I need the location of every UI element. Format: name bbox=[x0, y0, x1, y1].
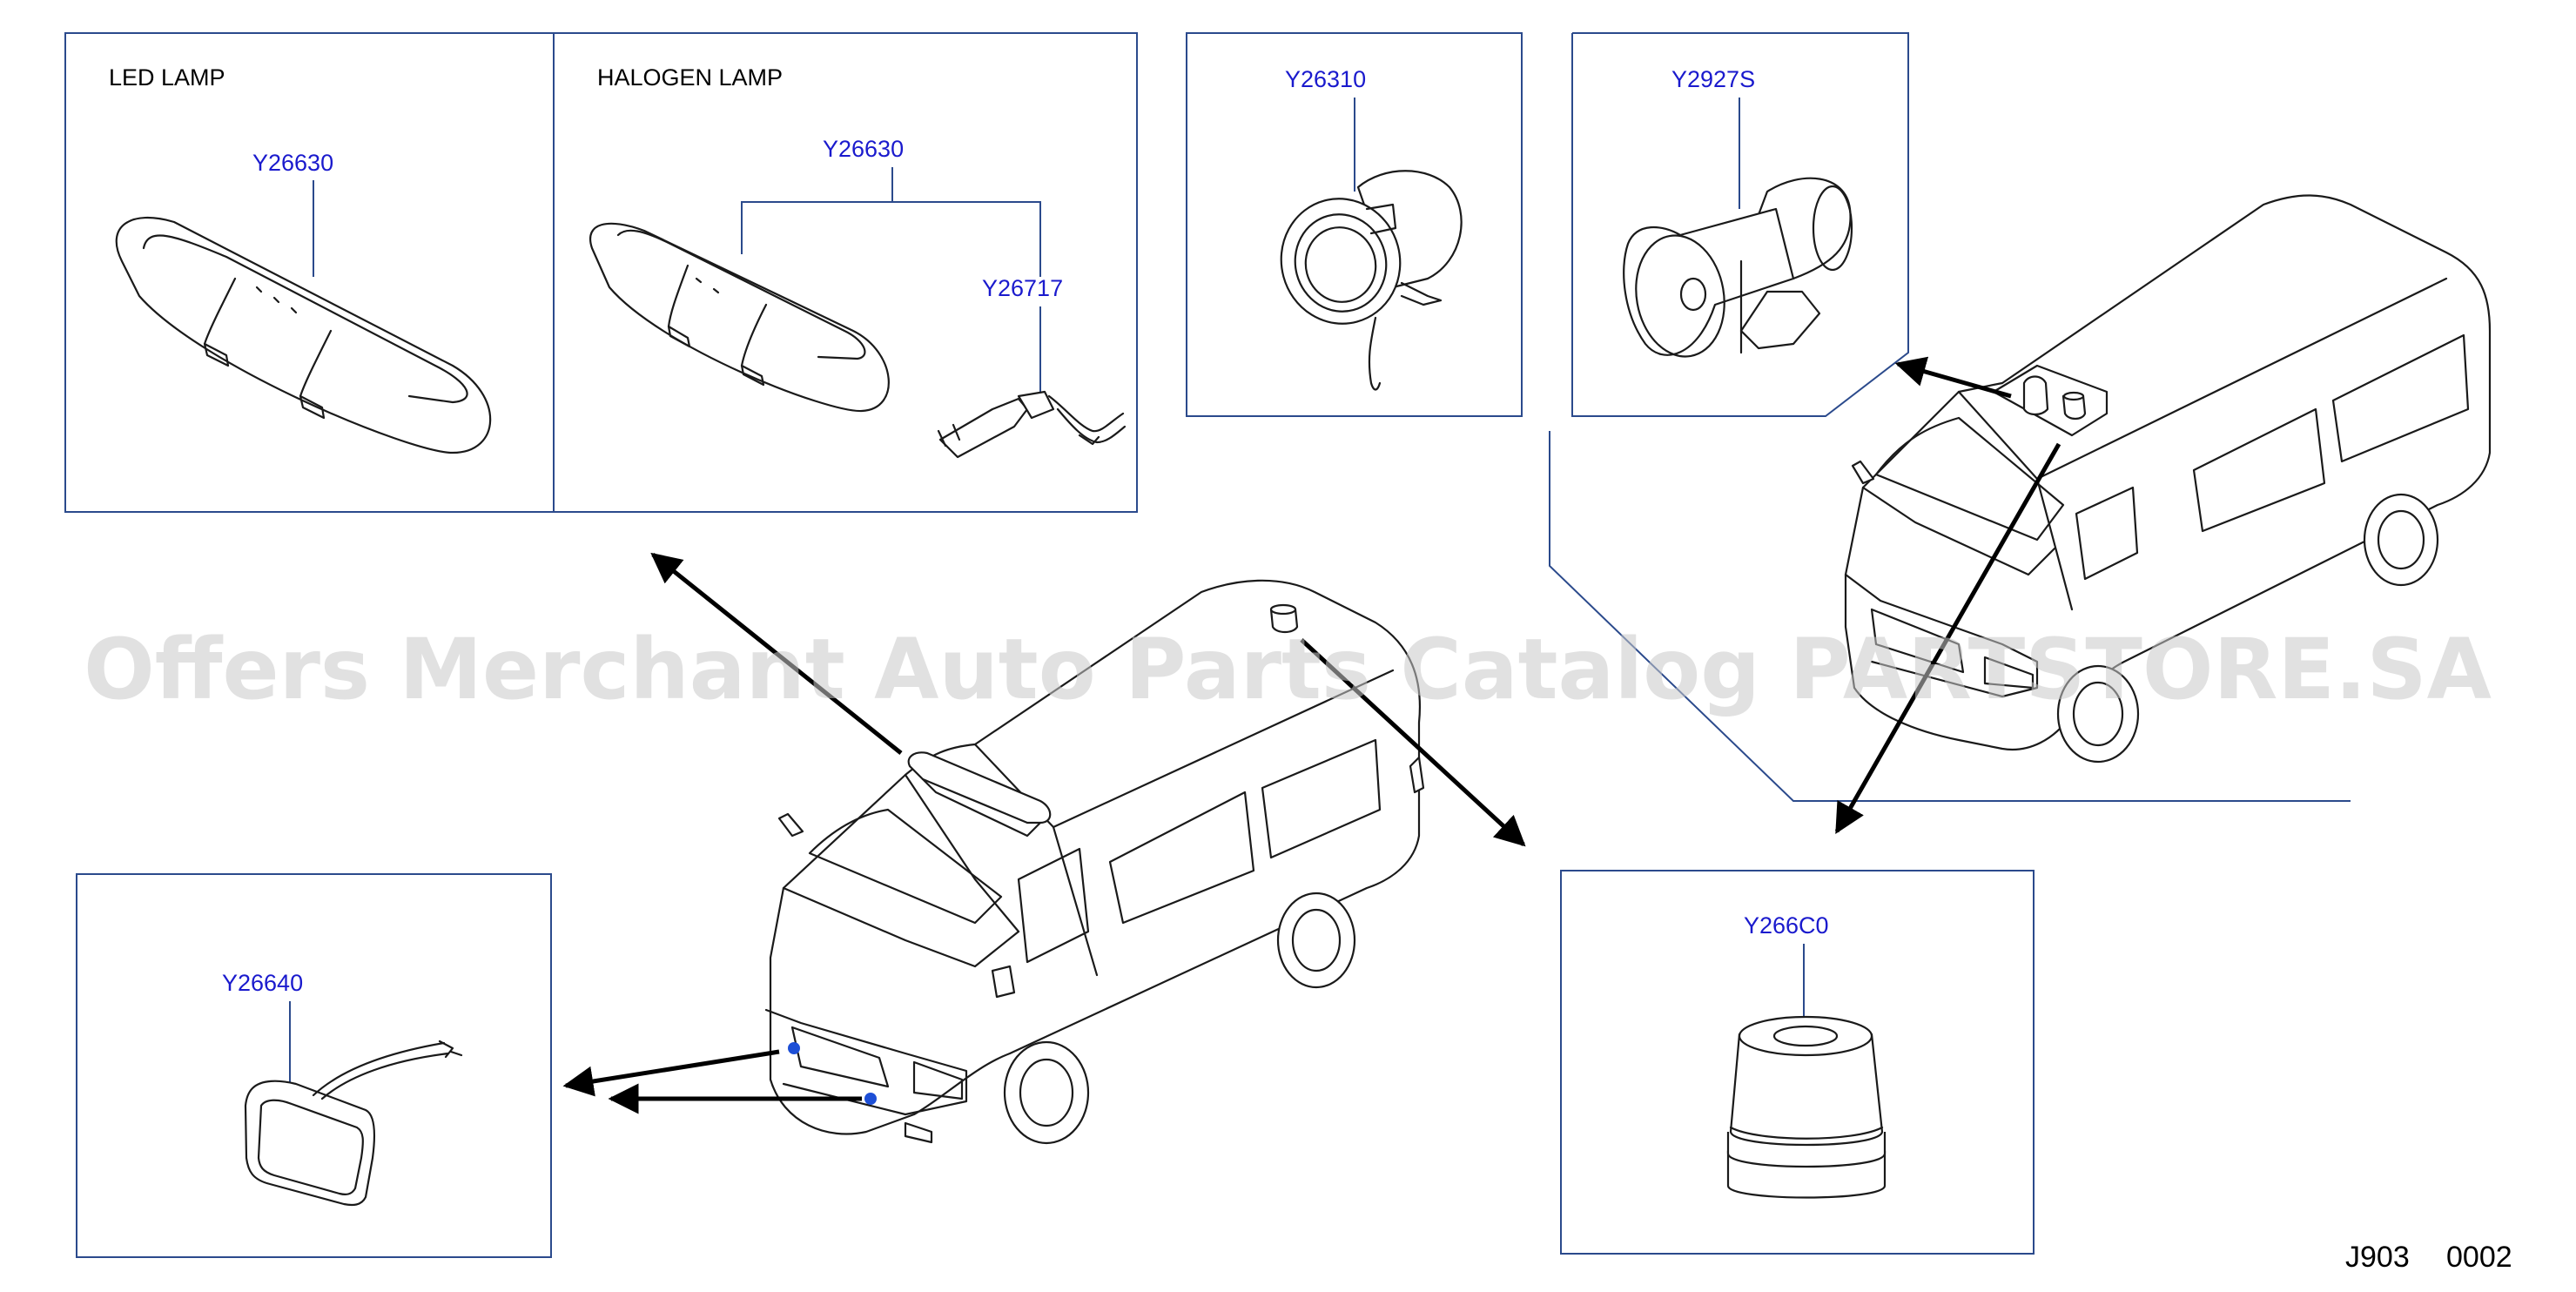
led-lamp-title: LED LAMP bbox=[109, 64, 225, 91]
front-light-part-number[interactable]: Y26640 bbox=[222, 970, 303, 996]
arrow-to-beacon-main bbox=[1300, 638, 1526, 847]
diagram-code-number: 0002 bbox=[2446, 1241, 2512, 1274]
beacon-drawing bbox=[1726, 1015, 1887, 1199]
halogen-lightbar-drawing bbox=[589, 222, 890, 413]
arrow-to-lightbar bbox=[650, 552, 903, 755]
siren-part-number[interactable]: Y26310 bbox=[1285, 66, 1366, 92]
siren-drawing bbox=[1280, 170, 1463, 391]
van-secondary-drawing bbox=[1844, 194, 2492, 764]
halogen-bulb-part-number[interactable]: Y26717 bbox=[982, 275, 1063, 301]
arrow-to-speaker bbox=[1894, 356, 2012, 399]
speaker-panel: Y2927S bbox=[1571, 32, 1909, 417]
speaker-drawing bbox=[1623, 177, 1853, 358]
siren-panel: Y26310 bbox=[1186, 32, 1523, 417]
arrow-to-beacon bbox=[1834, 442, 2061, 835]
diagram-code-prefix: J903 bbox=[2345, 1241, 2410, 1274]
arrow-to-front-light-upper bbox=[562, 1049, 780, 1097]
lightbar-panel: LED LAMP Y26630 HALOGEN LAMP Y26630 Y267… bbox=[64, 32, 1138, 513]
halogen-lamp-part-number[interactable]: Y26630 bbox=[823, 136, 904, 162]
led-lamp-part-number[interactable]: Y26630 bbox=[252, 150, 333, 176]
front-light-panel: Y26640 bbox=[76, 873, 552, 1258]
speaker-callout-line bbox=[1549, 431, 2351, 802]
callout-arrows bbox=[562, 356, 2061, 1114]
speaker-part-number[interactable]: Y2927S bbox=[1671, 66, 1755, 92]
watermark-text: Offers Merchant Auto Parts Catalog PARTS… bbox=[84, 621, 2492, 718]
halogen-lamp-title: HALOGEN LAMP bbox=[597, 64, 783, 91]
beacon-panel: Y266C0 bbox=[1560, 870, 2035, 1255]
beacon-part-number[interactable]: Y266C0 bbox=[1744, 912, 1829, 939]
front-light-drawing bbox=[244, 1040, 463, 1207]
halogen-bulb-drawing bbox=[937, 390, 1127, 459]
led-lightbar-drawing bbox=[115, 216, 492, 454]
van-main-drawing bbox=[764, 579, 1425, 1145]
